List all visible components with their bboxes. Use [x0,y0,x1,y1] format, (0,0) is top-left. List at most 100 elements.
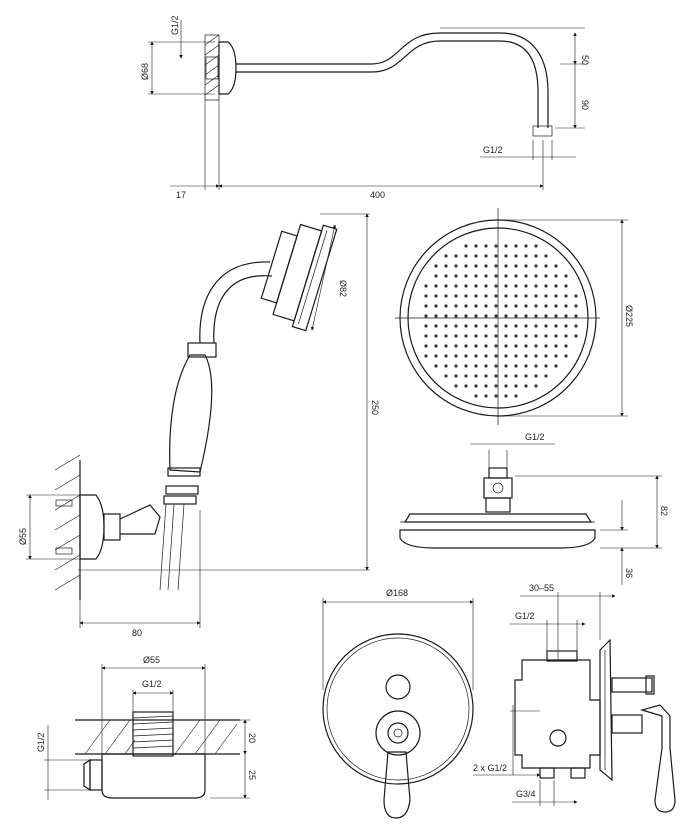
nozzle [554,304,558,308]
nozzle [454,364,458,368]
nozzle [424,324,428,328]
nozzle [484,384,488,388]
nozzle [524,314,528,318]
nozzle [534,364,538,368]
nozzle [484,244,488,248]
nozzle [434,274,438,278]
wall-hatching [204,34,220,96]
nozzle [464,294,468,298]
nozzle [424,314,428,318]
overhead-rim-height-label: 36 [624,568,634,578]
nozzle [564,334,568,338]
nozzle [524,254,528,258]
outlet-depth-top-label: 20 [247,733,257,743]
nozzle [524,374,528,378]
nozzle [474,304,478,308]
nozzle [504,314,508,318]
nozzle [494,394,498,398]
nozzle [474,394,478,398]
nozzle [514,304,518,308]
mixer-body-view: 30–55 G1/2 2 x G1/2 G3/4 [473,583,676,813]
nozzle [524,264,528,268]
nozzle [494,324,498,328]
nozzle [424,294,428,298]
shower-arm-view: G1/2 Ø68 50 90 G1/2 17 400 [140,15,590,200]
nozzle [474,314,478,318]
nozzle [434,324,438,328]
nozzle [494,354,498,358]
overhead-side-body [399,529,596,549]
mixer-plate [322,633,474,785]
holder-arm [119,504,161,535]
nozzle [504,244,508,248]
nozzle [464,274,468,278]
nozzle [514,284,518,288]
nozzle [534,374,538,378]
nozzle [484,294,488,298]
nozzle [514,334,518,338]
nozzle [514,354,518,358]
nozzle [544,264,548,268]
nozzle [464,284,468,288]
nozzle [434,364,438,368]
nozzle [514,384,518,388]
nozzle [564,344,568,348]
arm-outlet-thread-label: G1/2 [483,145,503,155]
nozzle [534,354,538,358]
arm-thread [205,56,219,80]
nozzle [454,334,458,338]
arm-flange [218,41,237,95]
nozzle [494,264,498,268]
nozzle [474,384,478,388]
mixer-adjust-range-label: 30–55 [529,583,554,593]
nozzle [444,344,448,348]
nozzle [424,344,428,348]
nozzle [554,334,558,338]
outlet-thread-side-label: G1/2 [36,732,46,752]
nozzle [524,304,528,308]
mixer-lever-side [639,704,676,813]
nozzle [474,344,478,348]
nozzle [514,374,518,378]
arm-length-label: 400 [370,190,385,200]
nozzle [494,294,498,298]
nozzle [474,324,478,328]
nozzle [434,304,438,308]
nozzle [474,264,478,268]
nozzle [514,364,518,368]
hose [159,503,185,591]
nozzle [444,304,448,308]
nozzle [534,244,538,248]
nozzle [454,354,458,358]
overhead-nozzles [424,244,578,398]
nozzle [574,304,578,308]
nozzle [424,304,428,308]
overhead-diameter-label: Ø225 [624,305,634,327]
nozzle [514,294,518,298]
nozzle [454,264,458,268]
mixer-outlets-thread-label: 2 x G1/2 [473,763,507,773]
nozzle [444,294,448,298]
nozzle [544,354,548,358]
mixer-plate-diameter-label: Ø168 [386,588,408,598]
nozzle [494,364,498,368]
nozzle [444,334,448,338]
nozzle [464,364,468,368]
nozzle [444,284,448,288]
arm-thread-top-label: G1/2 [170,15,180,35]
nozzle [494,254,498,258]
nozzle [544,284,548,288]
nozzle [434,334,438,338]
hand-height-label: 250 [370,400,380,415]
nozzle [534,284,538,288]
nozzle [454,294,458,298]
nozzle [444,324,448,328]
nozzle [504,344,508,348]
nozzle [454,274,458,278]
nozzle [544,254,548,258]
nozzle [504,304,508,308]
nozzle [484,274,488,278]
nozzle [484,324,488,328]
nozzle [534,274,538,278]
nozzle [574,314,578,318]
